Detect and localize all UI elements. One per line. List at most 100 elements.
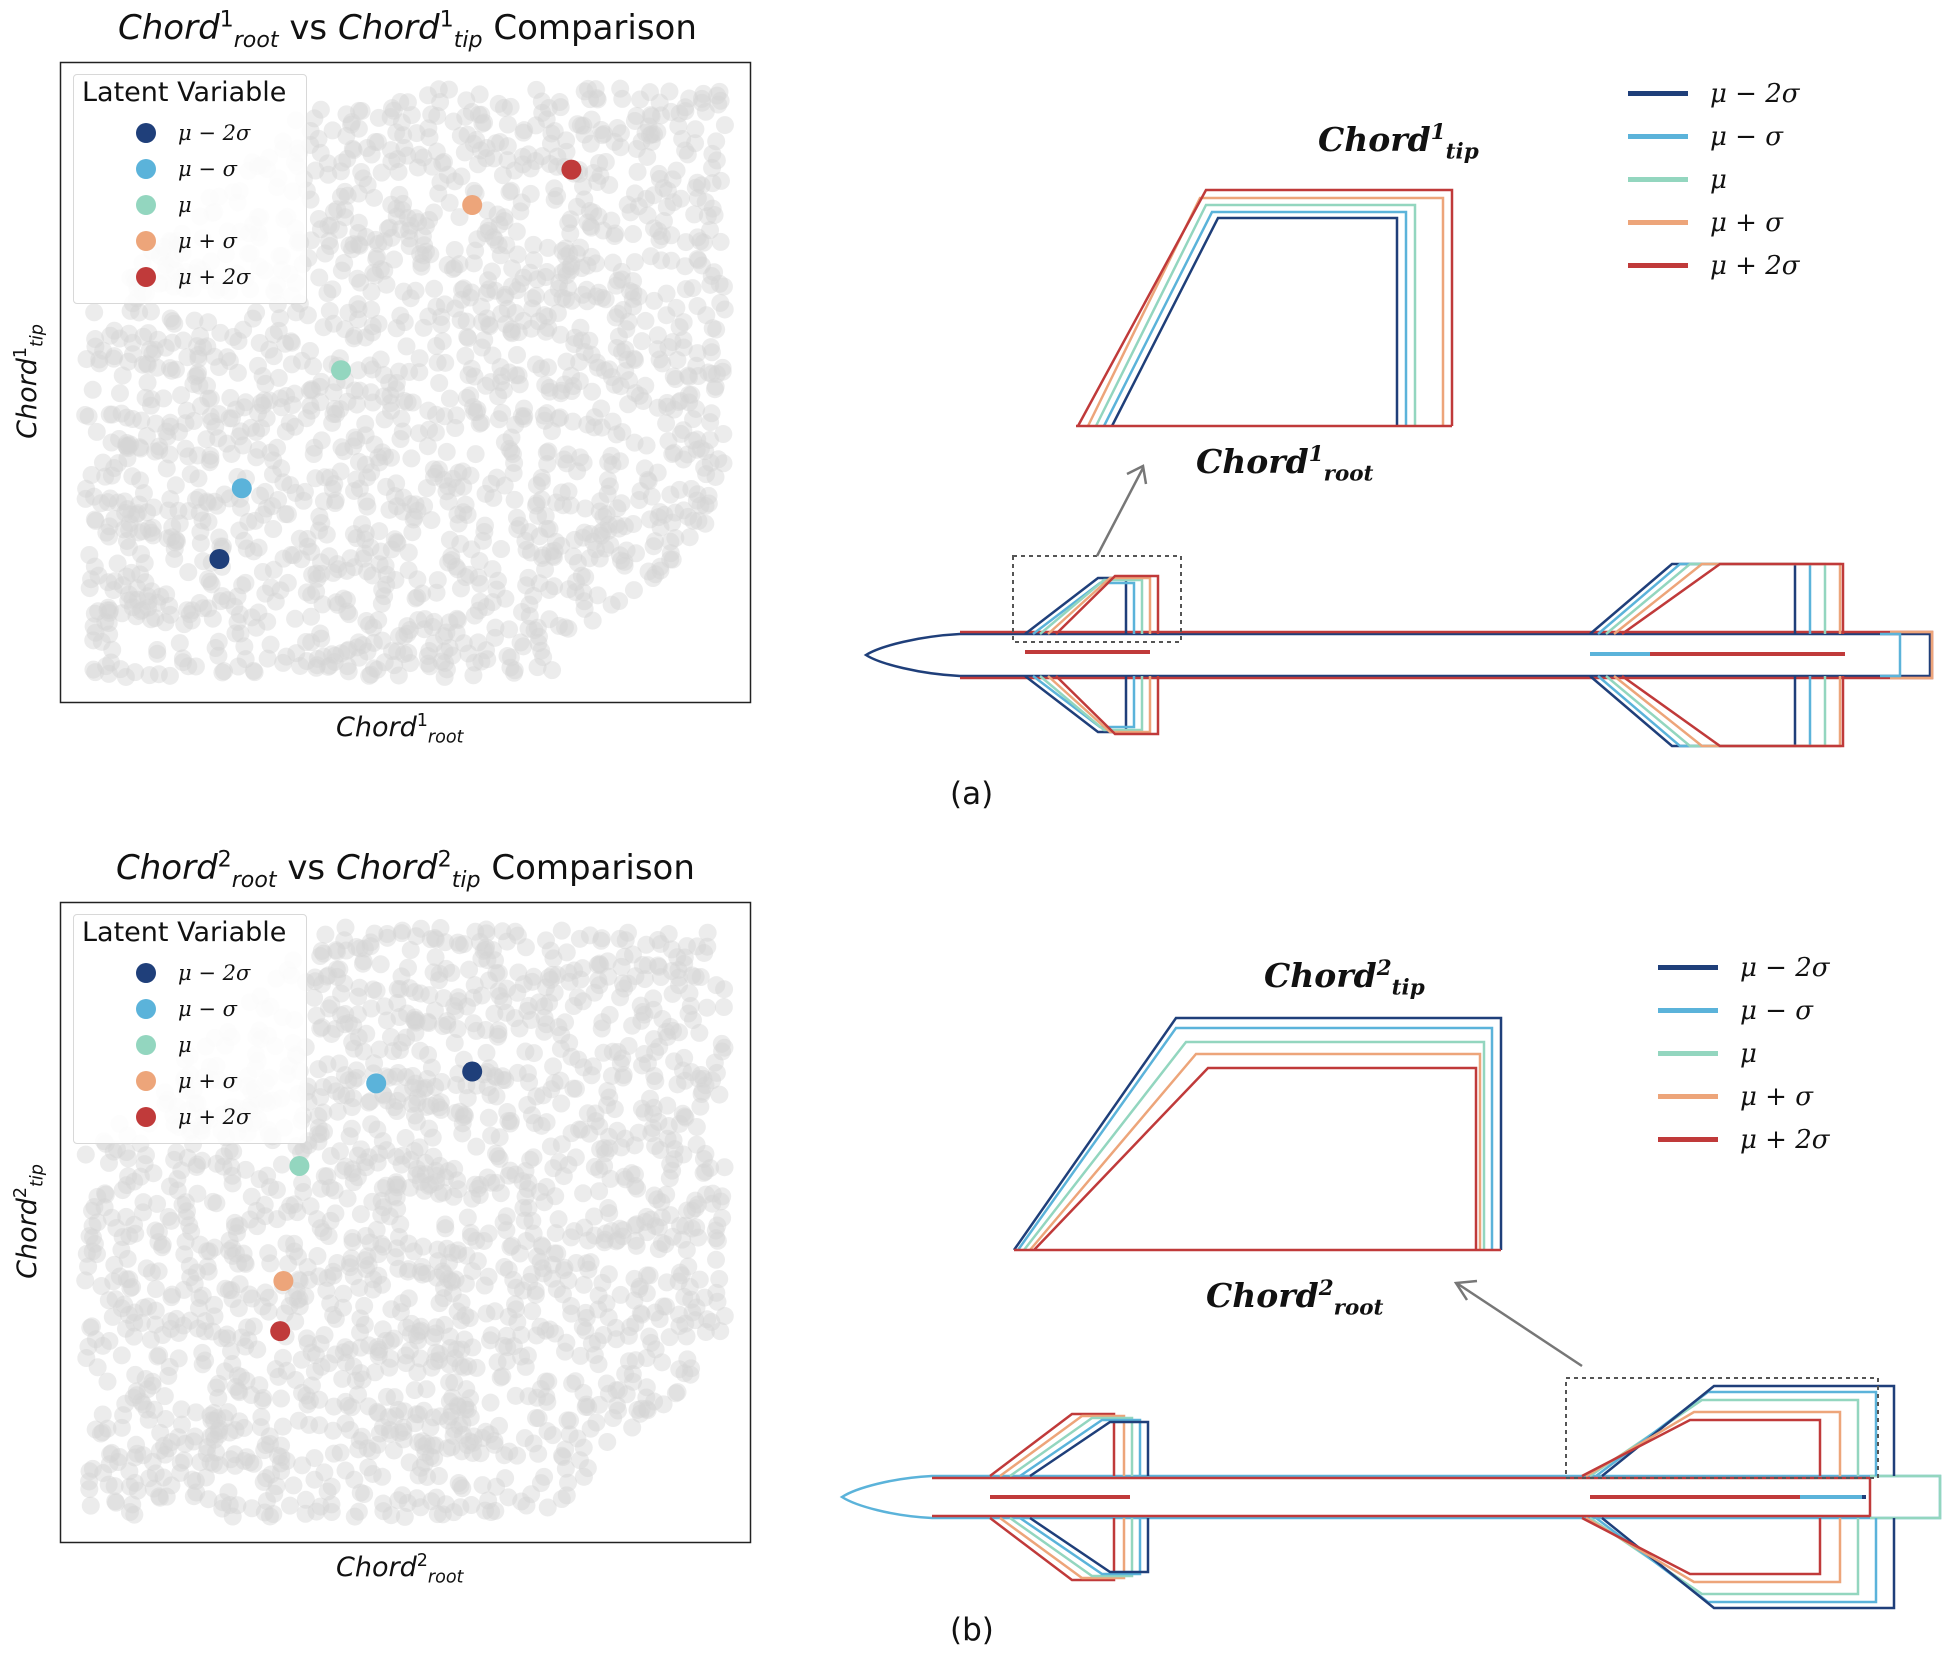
rocket-diagram-b	[839, 1016, 1942, 1610]
background-point	[272, 1448, 291, 1467]
background-point	[349, 223, 368, 242]
background-point	[246, 511, 265, 530]
background-point	[137, 354, 156, 373]
background-point	[519, 996, 538, 1015]
background-point	[641, 247, 660, 266]
background-point	[349, 452, 368, 471]
background-point	[202, 412, 221, 431]
background-point	[545, 122, 564, 141]
background-point	[235, 637, 254, 656]
background-point	[527, 286, 546, 305]
background-point	[149, 665, 168, 684]
background-point	[138, 587, 157, 606]
background-point	[447, 478, 466, 497]
background-point	[682, 1063, 701, 1082]
background-point	[367, 1220, 386, 1239]
background-point	[517, 576, 536, 595]
background-point	[648, 340, 667, 359]
background-point	[337, 105, 356, 124]
background-point	[540, 519, 559, 538]
background-point	[380, 1358, 399, 1377]
background-point	[356, 1251, 375, 1270]
background-point	[454, 634, 473, 653]
background-point	[573, 1317, 592, 1336]
background-point	[673, 1061, 692, 1080]
background-point	[528, 1388, 547, 1407]
background-point	[527, 1409, 546, 1428]
background-point	[336, 182, 355, 201]
background-point	[271, 309, 290, 328]
background-point	[640, 126, 659, 145]
background-point	[557, 1333, 576, 1352]
background-point	[373, 1320, 392, 1339]
background-point	[612, 1138, 631, 1157]
background-point	[402, 449, 421, 468]
background-point	[421, 930, 440, 949]
background-point	[378, 219, 397, 238]
background-point	[471, 141, 490, 160]
background-point	[165, 1150, 184, 1169]
background-point	[454, 1107, 473, 1126]
background-point	[610, 592, 629, 611]
background-point	[451, 1476, 470, 1495]
background-point	[137, 427, 156, 446]
background-point	[284, 1288, 303, 1307]
background-point	[478, 650, 497, 669]
background-point	[158, 529, 177, 548]
background-point	[451, 311, 470, 330]
background-point	[599, 1384, 618, 1403]
background-point	[525, 1114, 544, 1133]
background-point	[387, 497, 406, 516]
background-point	[318, 284, 337, 303]
background-point	[204, 1425, 223, 1444]
background-point	[644, 1098, 663, 1117]
background-point	[674, 421, 693, 440]
background-point	[691, 968, 710, 987]
background-point	[230, 521, 249, 540]
background-point	[209, 1425, 228, 1444]
background-point	[222, 444, 241, 463]
background-point	[363, 360, 382, 379]
background-point	[705, 380, 724, 399]
background-point	[148, 593, 167, 612]
background-point	[426, 1077, 445, 1096]
background-point	[437, 623, 456, 642]
background-point	[405, 1012, 424, 1031]
background-point	[581, 1253, 600, 1272]
background-point	[596, 1230, 615, 1249]
background-point	[479, 1224, 498, 1243]
background-point	[624, 283, 643, 302]
background-point	[482, 1326, 501, 1345]
background-point	[99, 573, 118, 592]
background-point	[412, 1321, 431, 1340]
background-point	[492, 367, 511, 386]
background-point	[625, 349, 644, 368]
background-point	[696, 1076, 715, 1095]
background-point	[617, 1385, 636, 1404]
background-point	[250, 1170, 269, 1189]
background-point	[179, 502, 198, 521]
background-point	[179, 563, 198, 582]
background-point	[371, 542, 390, 561]
background-point	[393, 422, 412, 441]
background-point	[436, 1219, 455, 1238]
background-point	[403, 1094, 422, 1113]
background-point	[599, 453, 618, 472]
background-point	[469, 633, 488, 652]
background-point	[359, 1093, 378, 1112]
background-point	[589, 207, 608, 226]
background-point	[319, 657, 338, 676]
background-point	[206, 639, 225, 658]
background-point	[120, 514, 139, 533]
background-point	[598, 952, 617, 971]
background-point	[82, 465, 101, 484]
background-point	[145, 1400, 164, 1419]
background-point	[288, 1203, 307, 1222]
background-point	[213, 1329, 232, 1348]
background-point	[368, 1402, 387, 1421]
background-point	[651, 968, 670, 987]
background-point	[586, 254, 605, 273]
background-point	[382, 540, 401, 559]
background-point	[551, 98, 570, 117]
background-point	[193, 1355, 212, 1374]
